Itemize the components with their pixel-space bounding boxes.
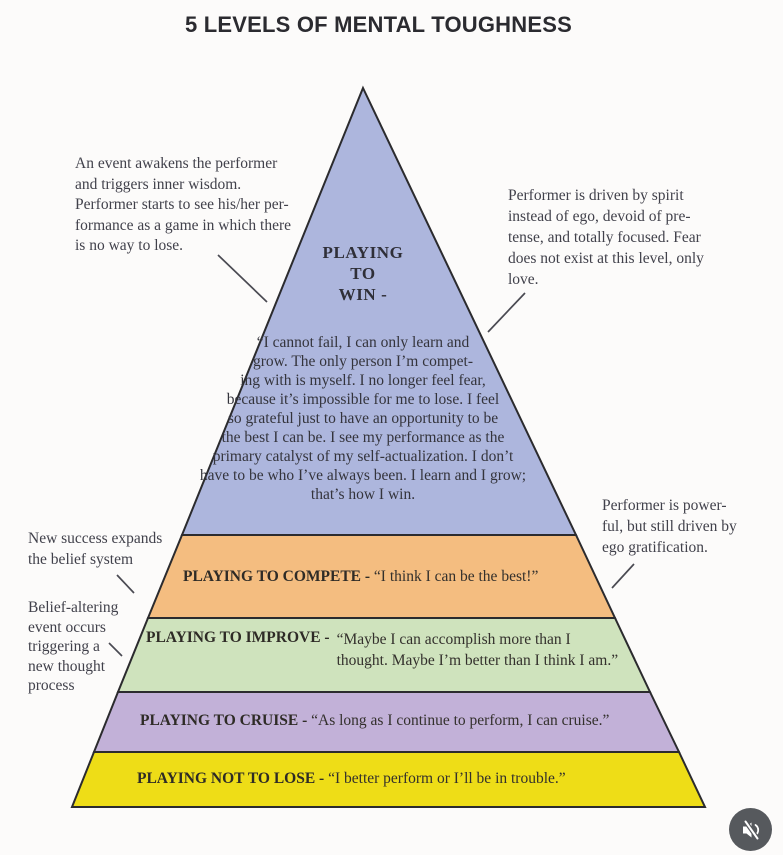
- mute-button[interactable]: [729, 808, 772, 851]
- level-not-lose-label: PLAYING NOT TO LOSE -: [137, 770, 325, 787]
- annotation-driven-by-spirit: Performer is driven by spirit instead of…: [508, 187, 704, 288]
- annotation-belief-altering: Belief-altering event occurs triggering …: [28, 599, 119, 694]
- level-cruise-label: PLAYING TO CRUISE -: [140, 712, 308, 729]
- annotation-new-success: New success expands the belief system: [28, 530, 163, 568]
- connector-left-middle-line: [116, 574, 135, 594]
- connector-left-bottom-line: [108, 642, 123, 657]
- level-win-quote: “I cannot fail, I can only learn and gro…: [199, 334, 527, 503]
- level-improve-quote: “Maybe I can accomplish more than I thou…: [336, 631, 619, 669]
- level-improve-label: PLAYING TO IMPROVE -: [146, 629, 330, 646]
- level-compete-text: PLAYING TO COMPETE - “I think I can be t…: [183, 568, 538, 586]
- level-not-lose-text: PLAYING NOT TO LOSE - “I better perform …: [137, 770, 566, 788]
- level-improve-text: PLAYING TO IMPROVE - “Maybe I can accompl…: [146, 629, 618, 671]
- connector-right-middle-line: [611, 563, 635, 589]
- level-cruise-text: PLAYING TO CRUISE - “As long as I contin…: [140, 712, 609, 730]
- level-playing-not-to-lose-shape: [70, 751, 707, 808]
- speaker-muted-icon: [742, 819, 759, 840]
- level-cruise-quote: “As long as I continue to perform, I can…: [311, 712, 610, 729]
- level-not-lose-quote: “I better perform or I’ll be in trouble.…: [328, 770, 566, 787]
- level-win-heading: PLAYING TO WIN -: [322, 243, 404, 304]
- level-compete-quote: “I think I can be the best!”: [373, 568, 539, 585]
- annotation-event-awakens: An event awakens the performer and trigg…: [75, 155, 292, 254]
- connector-left-top-line: [217, 254, 268, 303]
- annotation-ego-gratification: Performer is power- ful, but still drive…: [602, 497, 737, 556]
- page-title: 5 LEVELS OF MENTAL TOUGHNESS: [185, 12, 572, 37]
- level-compete-label: PLAYING TO COMPETE -: [183, 568, 371, 585]
- connector-right-top-line: [487, 292, 526, 333]
